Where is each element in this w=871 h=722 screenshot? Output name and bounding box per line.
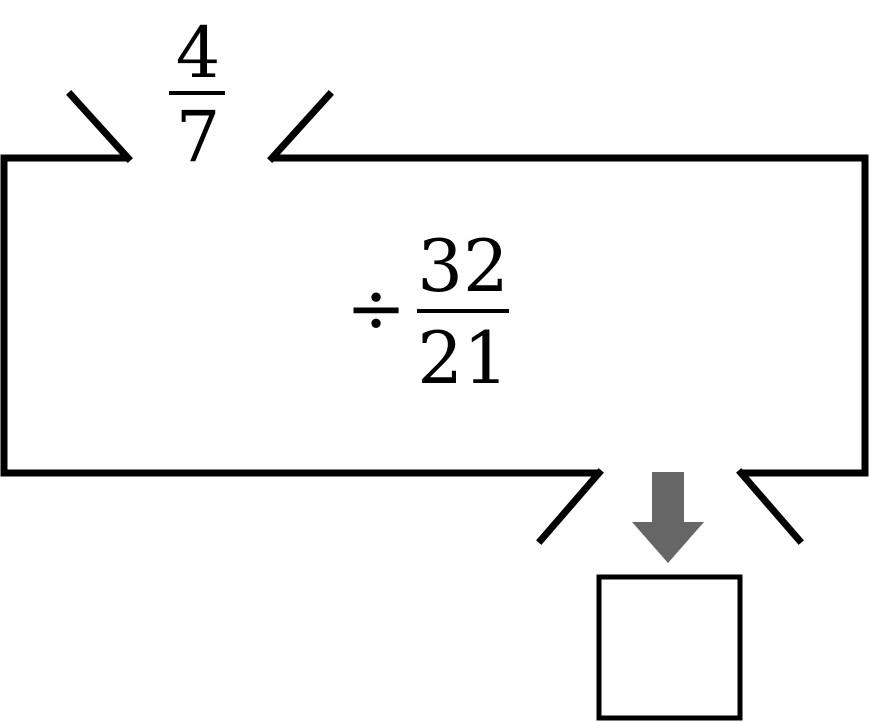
input-denominator: 7	[176, 96, 221, 178]
operation-denominator: 21	[417, 316, 509, 400]
operation-numerator: 32	[417, 224, 509, 308]
output-answer-box[interactable]	[596, 574, 743, 721]
input-funnel-right	[267, 90, 334, 163]
output-funnel-left	[536, 468, 604, 545]
output-arrow-icon	[632, 472, 704, 563]
input-funnel-left	[66, 90, 133, 163]
output-funnel-right	[736, 468, 804, 545]
division-sign: ÷	[346, 266, 406, 350]
input-fraction: 4 7	[169, 12, 225, 178]
operation-expression: ÷ 32 21	[346, 224, 509, 400]
input-numerator: 4	[176, 12, 221, 94]
machine-body	[0, 154, 869, 477]
